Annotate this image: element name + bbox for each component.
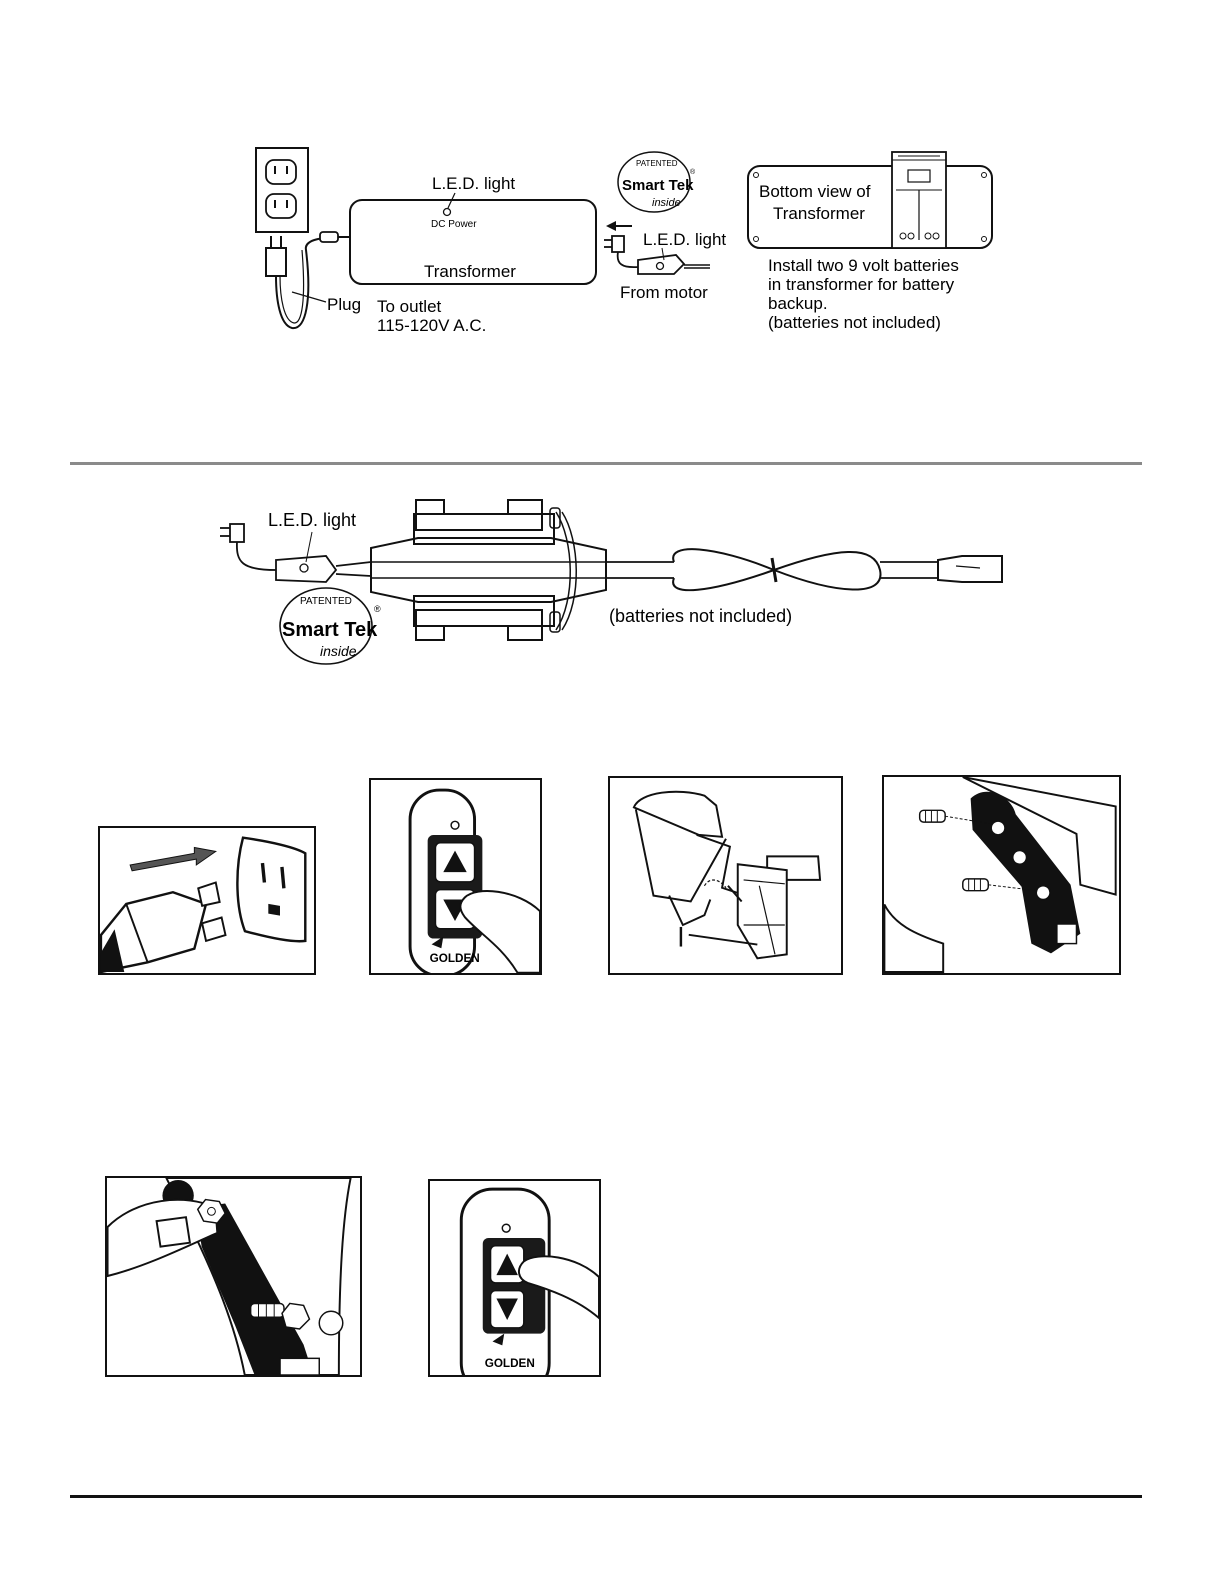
install-text-line2: in transformer for battery [768,275,955,294]
transformer-connection-diagram: Plug To outlet 115-120V A.C. L.E.D. ligh… [255,147,993,335]
plug-icon [100,881,227,973]
transformer-bottom-view [747,151,993,249]
from-motor-label: From motor [620,283,708,302]
motor-bracket-bolts-illustration [882,775,1121,975]
bolt-icon [249,1302,344,1336]
bottom-view-label-line1: Bottom view of [759,182,871,201]
plug-cord-icon [265,231,350,330]
svg-text:PATENTED: PATENTED [300,596,352,607]
led-light-label: L.E.D. light [432,174,515,193]
transformer-label: Transformer [424,262,516,281]
install-text-line4: (batteries not included) [768,313,941,332]
battery-pack-icon [370,499,607,641]
svg-text:Smart Tek: Smart Tek [282,619,378,641]
bottom-view-label-line2: Transformer [773,204,865,223]
arrow-right-icon [129,846,217,872]
remote-brand: GOLDEN [485,1357,535,1370]
tighten-nut-illustration [105,1176,362,1377]
lift-chair-illustration [608,776,843,975]
outlet-icon [236,836,307,943]
install-text-line1: Install two 9 volt batteries [768,256,959,275]
battery-pack-diagram: L.E.D. light (batteries not included) PA… [220,499,1003,665]
cord-loop-icon [606,548,1003,592]
outlet-label-line1: To outlet [377,297,442,316]
svg-text:PATENTED: PATENTED [636,159,678,168]
smart-tek-logo: PATENTED Smart Tek inside ® [617,151,696,213]
bolt-icon [962,878,1038,892]
remote-up-button-illustration: GOLDEN [428,1179,601,1377]
wall-outlet-icon [255,147,309,233]
nut-icon [196,1198,227,1224]
dc-power-label: DC Power [431,219,477,230]
plug-into-outlet-illustration [98,826,316,975]
svg-text:®: ® [374,604,381,614]
led-indicator-icon [442,207,452,217]
svg-text:®: ® [690,168,696,176]
motor-plug-icon [220,523,338,583]
arrow-left-icon [606,221,632,231]
transformer-box [349,199,597,285]
remote-down-button-illustration: GOLDEN [369,778,542,975]
smart-tek-logo: PATENTED Smart Tek inside ® [279,587,381,665]
install-text-line3: backup. [768,294,828,313]
svg-text:inside: inside [320,643,357,659]
bolt-icon [918,809,993,825]
footer-rule [70,1495,1142,1498]
svg-text:Smart Tek: Smart Tek [622,177,694,194]
plug-label: Plug [327,295,361,314]
motor-plug-icon [604,235,710,275]
section-divider [70,462,1142,465]
outlet-label-line2: 115-120V A.C. [377,316,486,335]
batteries-note: (batteries not included) [609,606,792,626]
svg-text:inside: inside [652,197,681,209]
led-light-label: L.E.D. light [268,510,356,530]
led-light-label-2: L.E.D. light [643,230,726,249]
remote-brand: GOLDEN [430,952,480,965]
